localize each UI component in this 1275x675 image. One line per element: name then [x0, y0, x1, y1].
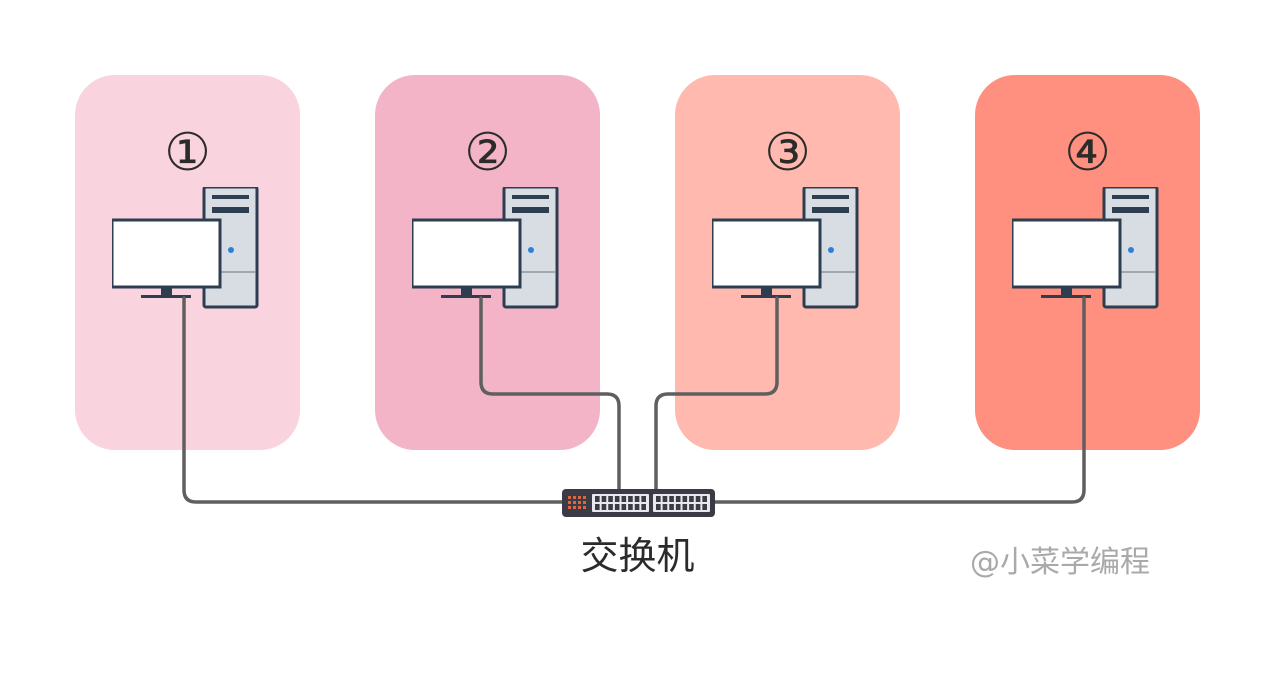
cable-4	[703, 296, 1086, 504]
switch-port-block	[653, 494, 710, 512]
switch-port	[595, 504, 600, 510]
switch-led	[573, 506, 576, 509]
switch-port	[695, 504, 701, 510]
cable-3	[654, 296, 779, 495]
switch-port	[601, 496, 607, 502]
cable-2	[479, 296, 621, 495]
switch-port	[656, 496, 661, 502]
cable-1	[182, 296, 582, 504]
switch-port	[621, 504, 627, 510]
switch-port-block	[592, 494, 649, 512]
switch-port	[689, 504, 694, 510]
switch-led	[573, 496, 576, 499]
switch-port	[608, 496, 613, 502]
panel-4: ④	[975, 75, 1200, 450]
switch-port	[614, 496, 620, 502]
panel-1: ①	[75, 75, 300, 450]
panel-number: ③	[764, 123, 811, 183]
panel-number: ①	[164, 123, 211, 183]
switch-port	[675, 496, 681, 502]
switch-port	[656, 504, 661, 510]
switch-led	[583, 496, 586, 499]
switch-port	[662, 504, 668, 510]
switch-port	[621, 496, 627, 502]
switch-port	[634, 504, 640, 510]
switch-port	[595, 496, 600, 502]
switch-led	[568, 501, 571, 504]
switch-led	[578, 496, 581, 499]
switch-led	[583, 506, 586, 509]
switch-port	[601, 504, 607, 510]
switch-port	[675, 504, 681, 510]
switch-port	[662, 496, 668, 502]
switch-led	[568, 496, 571, 499]
switch-port	[634, 496, 640, 502]
cables	[182, 296, 1086, 504]
switch-port	[628, 496, 633, 502]
switch-led	[573, 501, 576, 504]
watermark: @小菜学编程	[970, 545, 1150, 580]
panel-number: ④	[1064, 123, 1111, 183]
switch-port	[608, 504, 613, 510]
panel-3: ③	[675, 75, 900, 450]
switch-port	[682, 504, 688, 510]
switch-leds	[568, 496, 586, 509]
switch-led	[568, 506, 571, 509]
switch-port	[669, 504, 674, 510]
switch-port	[682, 496, 688, 502]
panel-number: ②	[464, 123, 511, 183]
switch-port	[689, 496, 694, 502]
switch-port	[669, 496, 674, 502]
switch-led	[578, 506, 581, 509]
panel-2: ②	[375, 75, 600, 450]
switch-ports	[592, 494, 710, 512]
switch-port	[702, 496, 707, 502]
switch-port	[702, 504, 707, 510]
switch-led	[583, 501, 586, 504]
switch-port	[628, 504, 633, 510]
switch-port	[614, 504, 620, 510]
switch-port	[641, 504, 646, 510]
switch-port	[695, 496, 701, 502]
switch-port	[641, 496, 646, 502]
switch-label: 交换机	[580, 534, 695, 578]
network-switch-icon	[562, 489, 715, 517]
switch-led	[578, 501, 581, 504]
